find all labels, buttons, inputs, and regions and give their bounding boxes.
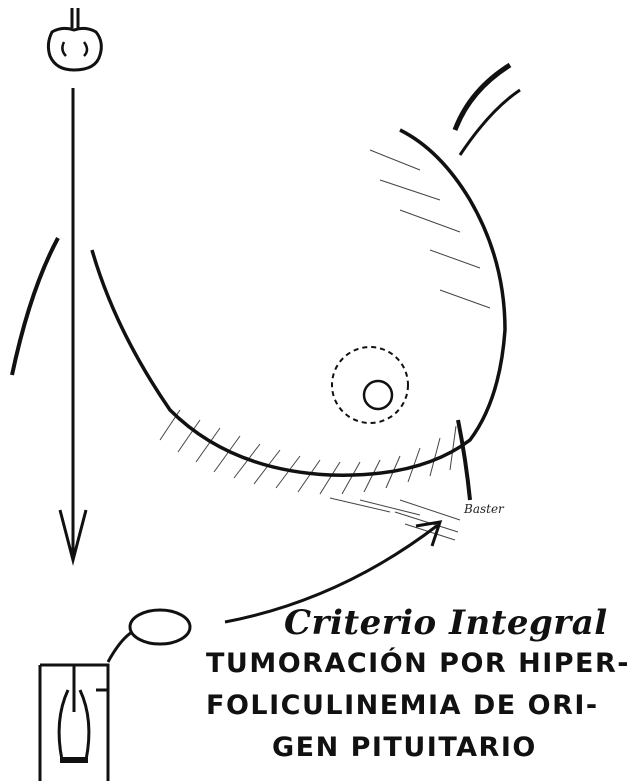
side-contour [458, 420, 470, 500]
caption-line-1: TUMORACIÓN POR HIPER- [206, 648, 630, 679]
caption-line-2: FOLICULINEMIA DE ORI- [206, 690, 599, 721]
torso-left-contour [12, 238, 58, 375]
pituitary-icon [48, 8, 101, 70]
breast-outline [92, 130, 505, 475]
artist-signature: Baster [464, 502, 504, 516]
down-arrow-icon [60, 88, 86, 560]
caption-title: Criterio Integral [284, 603, 608, 643]
nipple [332, 347, 408, 423]
caption-line-3: GEN PITUITARIO [272, 732, 537, 763]
arm-contour [455, 65, 510, 130]
ovary-uterus-icon [40, 610, 190, 781]
breast-shading [160, 150, 490, 540]
